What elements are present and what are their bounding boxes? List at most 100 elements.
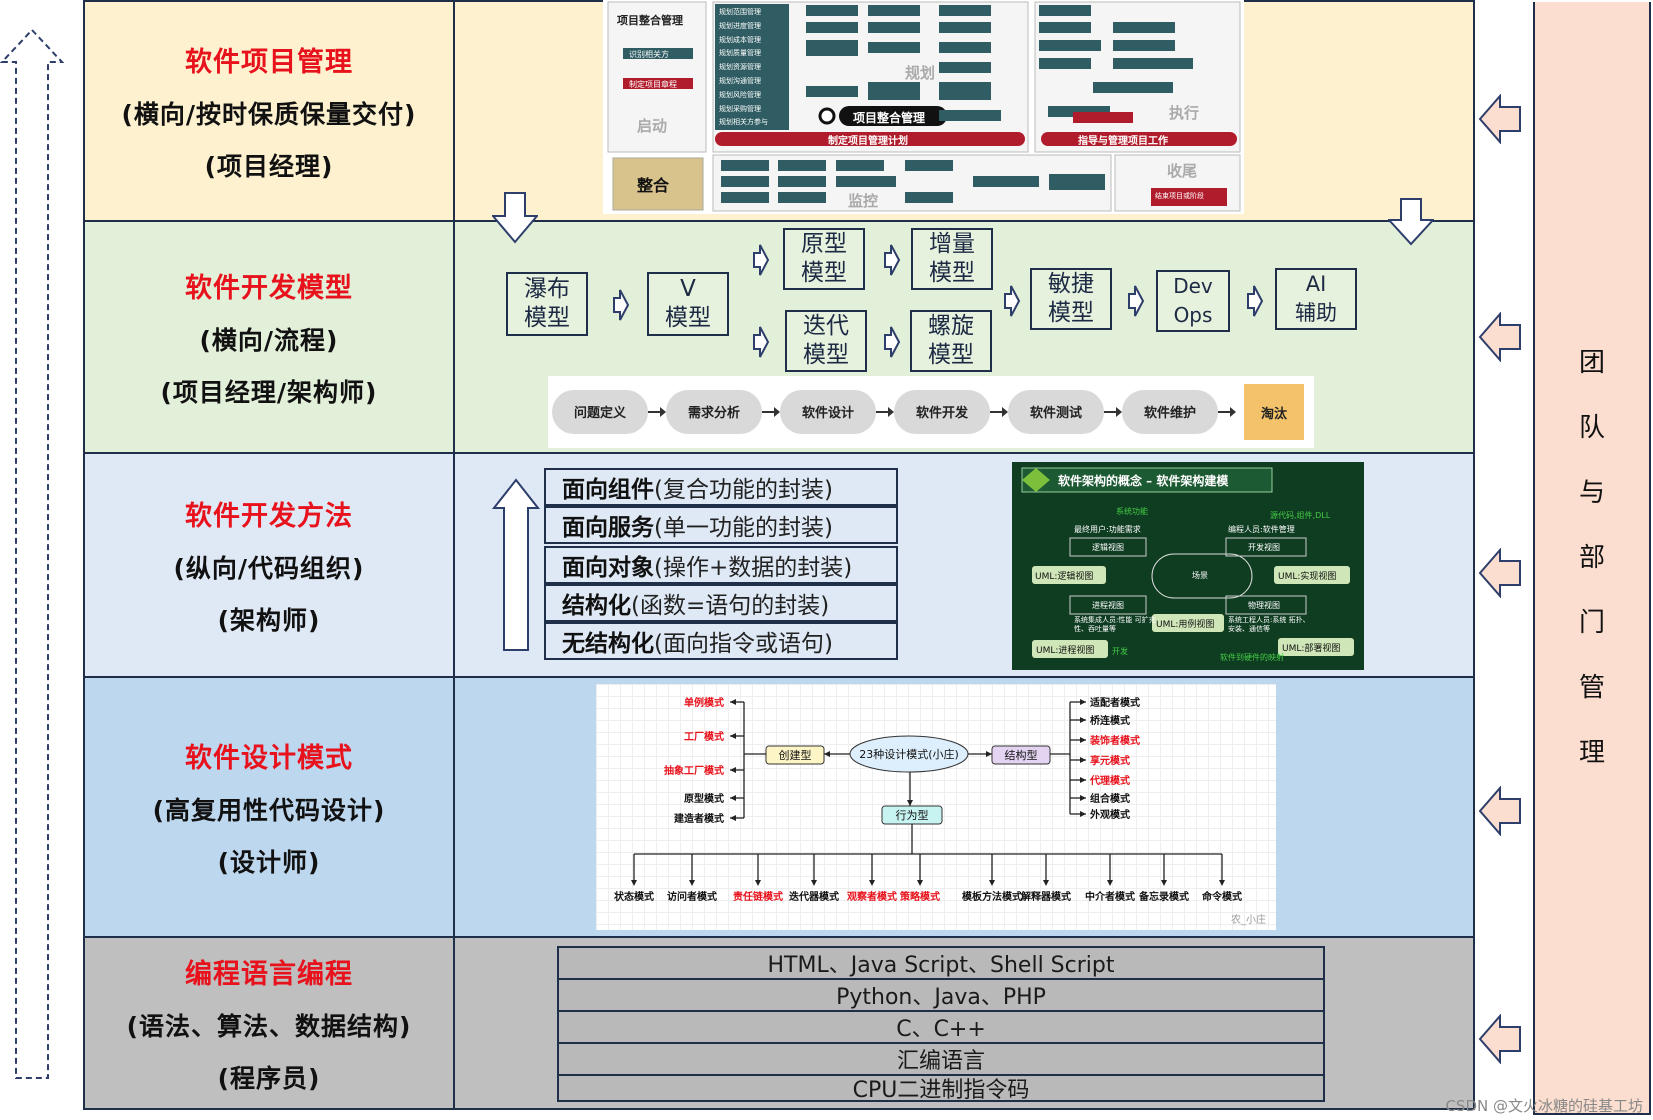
arrow-icon xyxy=(730,733,736,739)
arch-sys-func: 系统功能 xyxy=(1116,507,1148,516)
arrow-right-icon xyxy=(648,407,666,417)
pattern-label: 访问者模式 xyxy=(667,890,717,903)
svg-text:软件维护: 软件维护 xyxy=(1144,405,1196,421)
layer-role: (架构师) xyxy=(217,605,321,635)
arrow-icon xyxy=(1080,717,1086,723)
pm-planning-label: 规划 xyxy=(905,64,936,82)
pm-center-label: 项目整合管理 xyxy=(853,111,926,125)
arrow-icon xyxy=(730,815,736,821)
pm-direct-bar-label: 指导与管理项目工作 xyxy=(1078,136,1168,147)
arrow-icon xyxy=(1080,737,1086,743)
pattern-label: 单例模式 xyxy=(684,696,724,709)
svg-text:淘汰: 淘汰 xyxy=(1261,406,1288,422)
footer-credit: CSDN @文火冰糖的硅基工坊 xyxy=(1445,1097,1643,1115)
chevron-right-icon xyxy=(613,289,630,321)
layer-title: 编程语言编程 xyxy=(185,958,353,990)
architecture-diagram: 软件架构的概念 – 软件架构建模 系统功能 最终用户:功能需求 源代码,组件,D… xyxy=(1012,462,1364,670)
pm-executing-label: 执行 xyxy=(1169,104,1200,122)
team-char: 门 xyxy=(1578,608,1605,638)
layer-role: (项目经理) xyxy=(204,151,334,181)
layer-label: 软件项目管理 (横向/按时保质保量交付) (项目经理) xyxy=(85,2,455,220)
pm-charter-label: 制定项目章程 xyxy=(629,80,677,89)
language-row: HTML、Java Script、Shell Script xyxy=(557,946,1325,980)
arrow-right-icon xyxy=(1218,407,1236,417)
method-name: 面向对象 xyxy=(562,555,654,581)
chevron-right-icon xyxy=(1247,285,1264,317)
pattern-label: 适配者模式 xyxy=(1090,696,1140,709)
arrow-icon xyxy=(869,880,875,886)
arch-physical-view: 物理视图 xyxy=(1248,601,1280,610)
lifecycle-stage: 软件测试 xyxy=(1008,390,1122,434)
svg-text:23种设计模式(小庄): 23种设计模式(小庄) xyxy=(859,747,959,761)
layer-label: 软件开发方法 (纵向/代码组织) (架构师) xyxy=(85,454,455,676)
arrow-icon xyxy=(907,800,913,806)
svg-text:创建型: 创建型 xyxy=(779,748,812,762)
svg-text:行为型: 行为型 xyxy=(896,808,929,822)
method-row: 面向对象(操作+数据的封装) xyxy=(544,546,898,584)
pm-plan-item: 规划质量管理 xyxy=(719,49,761,58)
chevron-right-icon xyxy=(884,326,901,358)
arrow-icon xyxy=(986,751,992,757)
down-arrow-icon xyxy=(492,192,538,244)
pm-integration-mgmt-label: 项目整合管理 xyxy=(617,14,683,27)
arrow-icon xyxy=(755,880,761,886)
method-description: (复合功能的封装) xyxy=(654,477,833,503)
pattern-label: 组合模式 xyxy=(1090,792,1130,805)
pattern-label: 状态模式 xyxy=(614,890,654,903)
arrow-icon xyxy=(989,880,995,886)
method-description: (操作+数据的封装) xyxy=(654,555,853,581)
method-name: 面向组件 xyxy=(562,477,654,503)
arrow-icon xyxy=(917,880,923,886)
method-row: 无结构化(面向指令或语句) xyxy=(544,622,898,660)
team-char: 理 xyxy=(1578,738,1605,768)
language-row: 汇编语言 xyxy=(557,1042,1325,1076)
method-row: 面向组件(复合功能的封装) xyxy=(544,468,898,506)
arrow-icon xyxy=(1080,777,1086,783)
arch-logic-view: 逻辑视图 xyxy=(1092,543,1124,552)
lifecycle-stage: 软件设计 xyxy=(780,390,894,434)
pattern-label: 原型模式 xyxy=(684,792,724,805)
method-description: (单一功能的封装) xyxy=(654,515,833,541)
arch-programmer: 编程人员:软件管理 xyxy=(1228,525,1295,534)
pattern-label: 代理模式 xyxy=(1089,774,1130,787)
language-row: C、C++ xyxy=(557,1010,1325,1044)
pattern-label: 备忘录模式 xyxy=(1138,890,1189,903)
left-arrow-icon xyxy=(1478,312,1521,362)
arch-integrator: 系统集成人员:性能 可扩充性、吞吐量等 xyxy=(1074,616,1156,633)
up-arrow-icon xyxy=(492,478,540,651)
lifecycle-end: 淘汰 xyxy=(1244,384,1304,440)
method-row: 结构化(函数=语句的封装) xyxy=(544,584,898,622)
pm-monitoring-label: 监控 xyxy=(848,192,879,210)
pattern-label: 观察者模式 xyxy=(847,890,897,903)
layer-role: (设计师) xyxy=(217,847,321,877)
arrow-icon xyxy=(824,751,830,757)
lifecycle-strip: 问题定义需求分析软件设计软件开发软件测试软件维护淘汰 xyxy=(548,376,1314,448)
chevron-right-icon xyxy=(1004,285,1021,317)
svg-text:问题定义: 问题定义 xyxy=(574,405,627,421)
model-spiral: 螺旋 模型 xyxy=(910,310,992,372)
arrow-icon xyxy=(1043,880,1049,886)
pattern-label: 桥连模式 xyxy=(1090,714,1130,727)
arrow-icon xyxy=(689,880,695,886)
layer-title: 软件项目管理 xyxy=(185,46,353,78)
pattern-node: 行为型 xyxy=(881,805,943,825)
pattern-label: 责任链模式 xyxy=(733,890,783,903)
arrow-icon xyxy=(1080,699,1086,705)
arch-mapping: 软件到硬件的映射 xyxy=(1220,653,1284,662)
svg-text:结构型: 结构型 xyxy=(1005,748,1038,762)
layer-title: 软件开发模型 xyxy=(185,272,353,304)
layer-subtitle: (语法、算法、数据结构) xyxy=(126,1011,412,1041)
chevron-right-icon xyxy=(753,244,770,276)
team-department-management: 团队与部门管理 xyxy=(1533,2,1651,1115)
team-label: 团队与部门管理 xyxy=(1535,342,1649,769)
model-v: V 模型 xyxy=(647,272,729,336)
team-char: 部 xyxy=(1578,543,1605,573)
arrow-icon xyxy=(730,699,736,705)
pm-integration-label: 整合 xyxy=(637,176,670,195)
svg-text:需求分析: 需求分析 xyxy=(688,405,740,421)
chevron-right-icon xyxy=(753,326,770,358)
pm-plan-item: 规划相关方参与 xyxy=(719,118,768,127)
layer-label: 编程语言编程 (语法、算法、数据结构) (程序员) xyxy=(85,938,455,1108)
layer-role: (程序员) xyxy=(217,1063,321,1093)
layer-subtitle: (高复用性代码设计) xyxy=(152,795,386,825)
